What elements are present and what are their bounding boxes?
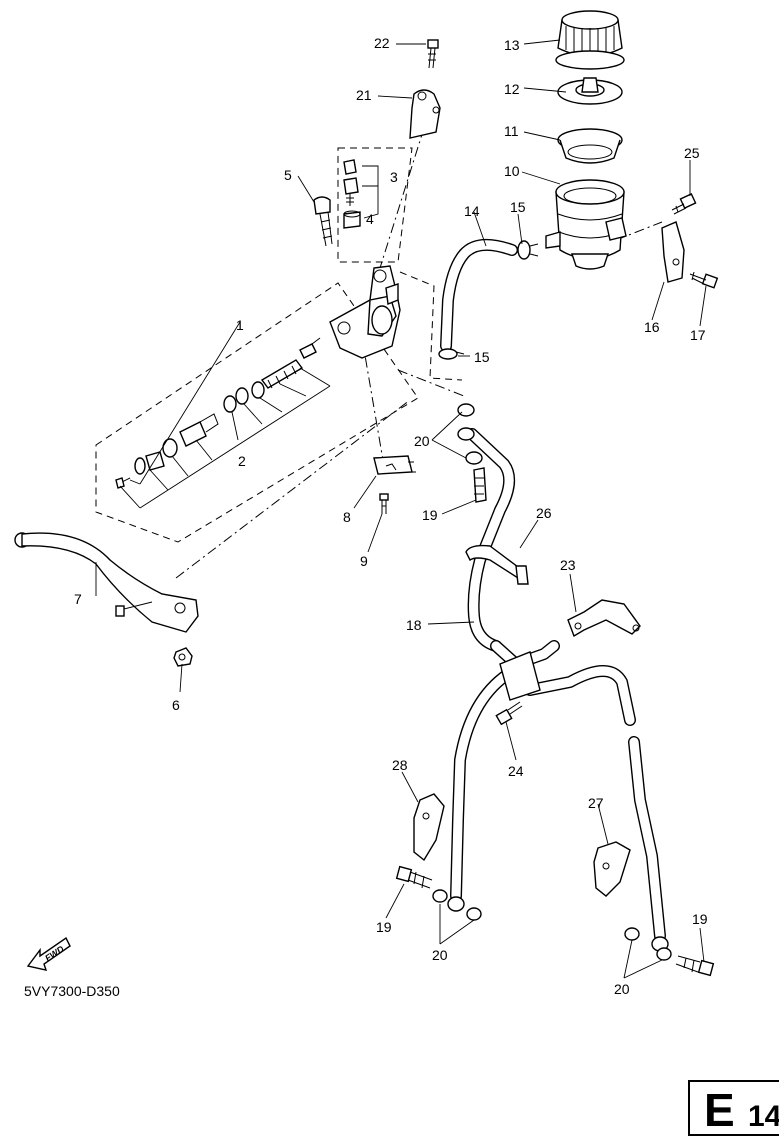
callout-10: 10: [504, 163, 520, 179]
reservoir-cap-13: [555, 10, 625, 70]
brake-hose-18: [457, 427, 516, 652]
diaphragm-11: [557, 128, 623, 164]
hose-clip-15-upper: [517, 240, 539, 260]
pivot-bolt-5: [313, 196, 333, 247]
callout-13: 13: [504, 37, 520, 53]
hose-clip-15-lower: [438, 348, 465, 360]
reservoir-bracket-16: [661, 221, 685, 283]
banjo-washers-20-top: [457, 403, 483, 465]
callout-3: 3: [390, 169, 398, 185]
hose-holder-27: [593, 841, 631, 897]
brake-switch-8: [373, 455, 416, 475]
group-box-master-cylinder-kit: [95, 282, 419, 543]
callout-19-left: 19: [376, 919, 392, 935]
reservoir-hose-14: [440, 238, 518, 352]
banjo-washers-20-left: [432, 889, 482, 921]
alignment-line-switch: [361, 337, 385, 467]
piston-kit-2: [115, 337, 321, 489]
callout-17: 17: [690, 327, 706, 343]
callout-4: 4: [366, 211, 374, 227]
brake-lever-7: [14, 532, 199, 633]
callout-18: 18: [406, 617, 422, 633]
page-tag-letter: E: [704, 1084, 735, 1136]
hose-guide-26: [465, 544, 529, 585]
callout-6: 6: [172, 697, 180, 713]
callout-19-top: 19: [422, 507, 438, 523]
figure-code: 5VY7300-D350: [24, 983, 120, 999]
callout-15-upper: 15: [510, 199, 526, 215]
alignment-line-holder: [379, 127, 425, 269]
union-bolt-19-top: [473, 467, 487, 503]
group-box-hose-route: [399, 271, 463, 381]
cap-4: [343, 210, 361, 229]
callout-22: 22: [374, 35, 390, 51]
union-bolt-19-right: [675, 955, 715, 977]
callout-19-right: 19: [692, 911, 708, 927]
callout-27: 27: [588, 795, 604, 811]
group-box-bleed-screw: [337, 147, 413, 263]
callout-12: 12: [504, 81, 520, 97]
page-tag-number: 14: [748, 1100, 779, 1133]
callout-9: 9: [360, 553, 368, 569]
callout-8: 8: [343, 509, 351, 525]
diaphragm-plate-12: [557, 77, 623, 105]
callout-16: 16: [644, 319, 660, 335]
bolt-25: [671, 193, 697, 215]
callout-20-right: 20: [614, 981, 630, 997]
leader-lines: [95, 39, 707, 979]
callout-20-left: 20: [432, 947, 448, 963]
fwd-arrow-icon: FWD: [26, 936, 71, 971]
screw-9: [379, 493, 389, 514]
union-bolt-19-left: [395, 865, 433, 889]
bracket-23: [567, 599, 641, 638]
master-cylinder-holder-21: [409, 89, 441, 139]
page-tag: E 14: [688, 1080, 779, 1136]
reservoir-body-10: [545, 179, 627, 270]
bolt-17: [689, 271, 719, 289]
brake-hose-joint: [447, 640, 669, 952]
alignment-line-lever: [175, 399, 411, 579]
callout-5: 5: [284, 167, 292, 183]
master-cylinder-body: [329, 265, 401, 359]
holder-bolt-22: [427, 39, 439, 69]
hose-holder-28: [413, 793, 445, 862]
callout-28: 28: [392, 757, 408, 773]
bolt-24: [495, 701, 523, 726]
callout-23: 23: [560, 557, 576, 573]
callout-26: 26: [536, 505, 552, 521]
callout-21: 21: [356, 87, 372, 103]
callout-24: 24: [508, 763, 524, 779]
callout-1: 1: [236, 317, 244, 333]
callout-25: 25: [684, 145, 700, 161]
banjo-washers-20-right: [624, 927, 672, 961]
alignment-line-banjo: [397, 369, 465, 397]
callout-7: 7: [74, 591, 82, 607]
callout-2: 2: [238, 453, 246, 469]
callout-15-lower: 15: [474, 349, 490, 365]
callout-14: 14: [464, 203, 480, 219]
bleed-screw-3: [343, 159, 359, 206]
callout-11: 11: [504, 123, 519, 139]
nut-6: [173, 647, 193, 667]
callout-20-top: 20: [414, 433, 430, 449]
